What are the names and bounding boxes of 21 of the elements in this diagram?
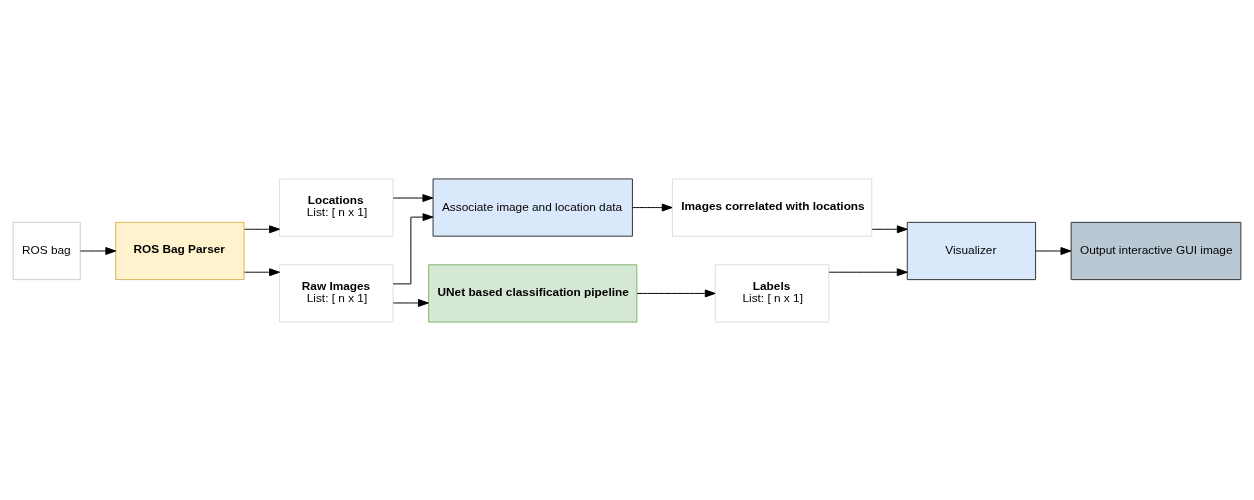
- node-box: ROS Bag Parser: [115, 221, 245, 280]
- node-box: Locations List: [ n x 1]: [279, 177, 394, 237]
- arrow: [243, 224, 280, 233]
- arrow: [871, 224, 908, 233]
- arrow: [392, 193, 434, 202]
- arrow: [636, 289, 716, 297]
- arrow: [828, 267, 908, 276]
- arrow: [392, 212, 434, 284]
- node-box: ROS bag: [12, 221, 81, 280]
- node-box: Associate image and location data: [432, 177, 633, 237]
- node-box: Output interactive GUI image: [1070, 221, 1242, 280]
- arrow: [1035, 246, 1072, 255]
- node-box: UNet based classification pipeline: [428, 263, 638, 323]
- arrow: [632, 203, 673, 211]
- node-box: Visualizer: [906, 221, 1037, 280]
- node-box: Labels List: [ n x 1]: [714, 263, 830, 323]
- node-box: Images correlated with locations: [671, 177, 873, 237]
- arrow: [392, 298, 429, 307]
- arrow: [243, 267, 280, 276]
- node-box: Raw Images List: [ n x 1]: [279, 263, 394, 323]
- arrow: [79, 246, 117, 255]
